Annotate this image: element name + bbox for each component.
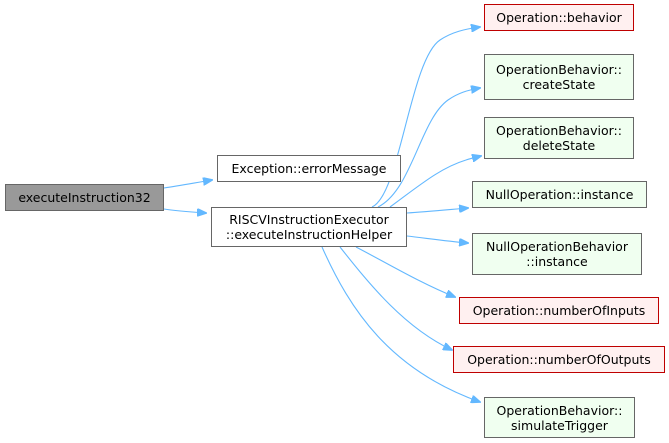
- node-label-line: deleteState: [522, 138, 596, 153]
- node-execute-instruction-32: executeInstruction32: [5, 184, 164, 211]
- node-label-line: OperationBehavior::: [496, 402, 623, 418]
- edge-helper-to-numberOfInputs: [355, 246, 455, 297]
- node-label-line: Operation::numberOfInputs: [472, 303, 646, 318]
- node-execute-instruction-helper[interactable]: RISCVInstructionExecutor::executeInstruc…: [211, 207, 407, 247]
- node-label-line: OperationBehavior::: [496, 62, 622, 77]
- node-operation-number-of-inputs[interactable]: Operation::numberOfInputs: [459, 297, 659, 324]
- edge-helper-to-numberOfOutputs: [339, 246, 452, 350]
- edge-execute32-to-helper: [163, 209, 206, 213]
- node-label-line: Operation::behavior: [496, 10, 622, 25]
- node-label-line: Exception::errorMessage: [231, 161, 387, 176]
- edge-execute32-to-errorMessage: [163, 180, 212, 189]
- node-operation-behavior-simulate-trigger[interactable]: OperationBehavior::simulateTrigger: [484, 397, 635, 438]
- node-label-line: createState: [522, 77, 596, 92]
- node-label-line: executeInstruction32: [18, 190, 151, 205]
- edge-helper-to-nullOpInstance: [406, 208, 468, 214]
- node-null-operation-behavior-instance[interactable]: NullOperationBehavior::instance: [472, 233, 642, 275]
- node-label-line: RISCVInstructionExecutor: [229, 212, 389, 227]
- node-null-operation-instance[interactable]: NullOperation::instance: [472, 181, 647, 208]
- node-exception-error-message[interactable]: Exception::errorMessage: [217, 155, 401, 182]
- edge-helper-to-simulateTrigger: [321, 246, 480, 402]
- node-label-line: Operation::numberOfOutputs: [467, 352, 651, 367]
- node-operation-behavior-create-state[interactable]: OperationBehavior::createState: [484, 54, 634, 100]
- node-operation-behavior-delete-state[interactable]: OperationBehavior::deleteState: [484, 117, 634, 159]
- node-label-line: NullOperationBehavior: [486, 239, 628, 254]
- edge-helper-to-deleteState: [389, 156, 481, 208]
- node-label-line: NullOperation::instance: [485, 187, 634, 202]
- node-operation-behavior[interactable]: Operation::behavior: [484, 4, 634, 31]
- node-label-line: OperationBehavior::: [496, 123, 622, 138]
- edge-helper-to-createState: [377, 88, 480, 208]
- node-label-line: ::instance: [526, 254, 588, 269]
- node-label-line: ::executeInstructionHelper: [225, 227, 393, 242]
- edge-helper-to-nullBehaviorInstance: [406, 235, 468, 243]
- node-label-line: simulateTrigger: [511, 417, 608, 433]
- node-operation-number-of-outputs[interactable]: Operation::numberOfOutputs: [453, 346, 665, 373]
